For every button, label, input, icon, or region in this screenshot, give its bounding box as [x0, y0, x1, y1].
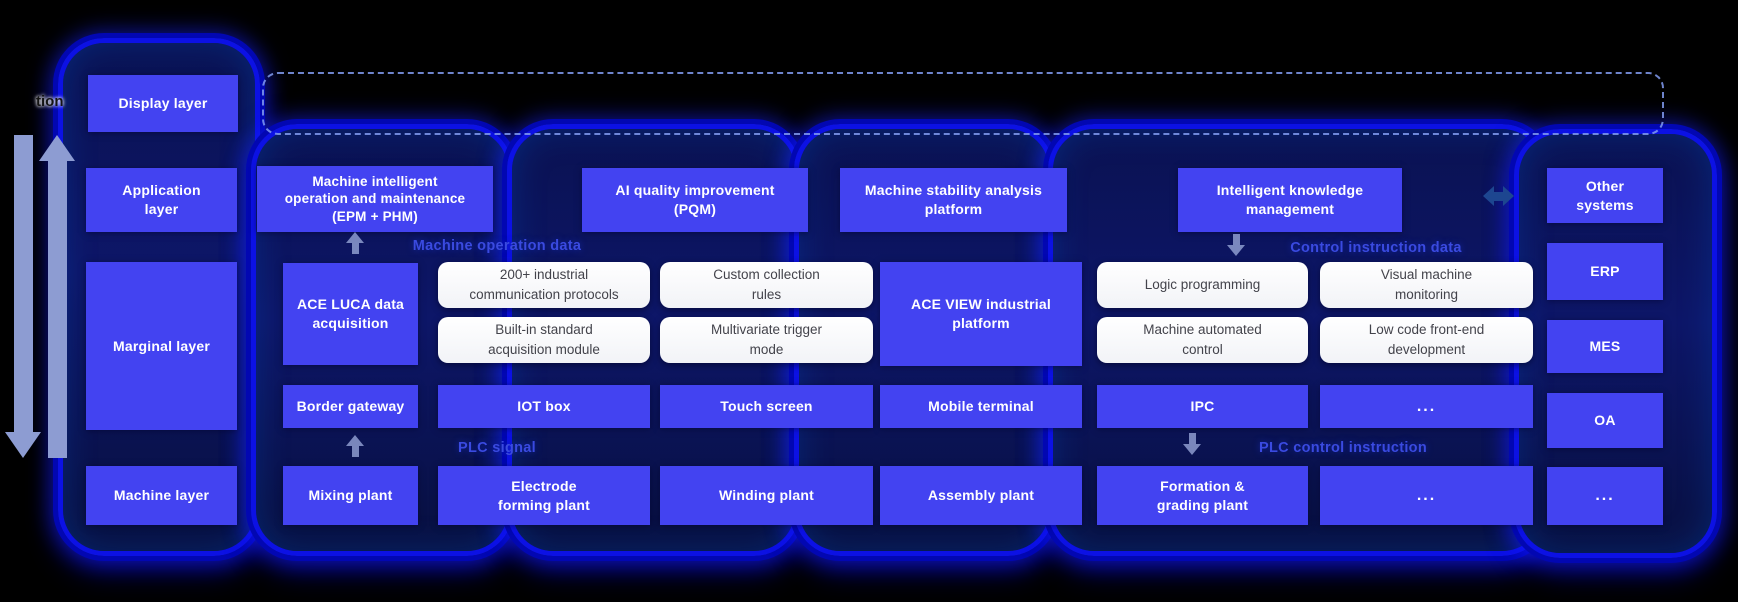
down-arrow-icon [1227, 234, 1245, 256]
downward-flow-arrow [5, 135, 41, 458]
arrow-shaft [1494, 191, 1503, 201]
oa-box: OA [1547, 393, 1663, 448]
up-arrow-icon [346, 232, 364, 254]
machine-operation-data-label: Machine operation data [412, 238, 582, 254]
custom-rules-card: Custom collection rules [660, 262, 873, 308]
machine-layer-box: Machine layer [86, 466, 237, 525]
arrow-head [1483, 186, 1494, 206]
low-code-card: Low code front-end development [1320, 317, 1533, 363]
machine-automated-card: Machine automated control [1097, 317, 1308, 363]
border-gateway-box: Border gateway [283, 385, 418, 428]
arrow-shaft [351, 243, 359, 254]
arrow-shaft [1232, 234, 1240, 245]
arrow-shaft [13, 135, 33, 432]
cutoff-label: tion [36, 93, 64, 110]
upward-flow-arrow [39, 135, 75, 458]
mes-box: MES [1547, 320, 1663, 373]
control-instruction-data-label: Control instruction data [1290, 240, 1462, 256]
other-ellipsis-box: ... [1547, 467, 1663, 525]
arrow-head [1227, 245, 1245, 256]
bidirectional-arrow-icon [1483, 186, 1514, 206]
iot-box: IOT box [438, 385, 650, 428]
up-arrow-icon [346, 435, 364, 457]
display-layer-dashed-outline [262, 72, 1664, 135]
multivariate-card: Multivariate trigger mode [660, 317, 873, 363]
down-arrow-icon [1183, 433, 1201, 455]
assembly-plant-box: Assembly plant [880, 466, 1082, 525]
erp-box: ERP [1547, 243, 1663, 300]
device-ellipsis-box: ... [1320, 385, 1533, 428]
arrow-shaft [1188, 433, 1196, 444]
arrow-shaft [351, 446, 359, 457]
marginal-layer-box: Marginal layer [86, 262, 237, 430]
protocols-card: 200+ industrial communication protocols [438, 262, 650, 308]
ace-view-box: ACE VIEW industrial platform [880, 262, 1082, 366]
visual-monitoring-card: Visual machine monitoring [1320, 262, 1533, 308]
epm-phm-box: Machine intelligent operation and mainte… [257, 166, 493, 232]
ace-luca-box: ACE LUCA data acquisition [283, 263, 418, 365]
machine-ellipsis-box: ... [1320, 466, 1533, 525]
knowledge-management-box: Intelligent knowledge management [1178, 168, 1402, 232]
plc-control-instruction-label: PLC control instruction [1258, 440, 1427, 456]
ipc-box: IPC [1097, 385, 1308, 428]
electrode-plant-box: Electrode forming plant [438, 466, 650, 525]
logic-programming-card: Logic programming [1097, 262, 1308, 308]
touch-screen-box: Touch screen [660, 385, 873, 428]
arrow-head [5, 432, 41, 458]
plc-signal-label: PLC signal [458, 440, 536, 456]
arrow-shaft [47, 161, 67, 458]
other-systems-box: Other systems [1547, 168, 1663, 223]
display-layer-box: Display layer [88, 75, 238, 132]
mobile-terminal-box: Mobile terminal [880, 385, 1082, 428]
arrow-head [346, 435, 364, 446]
pqm-box: AI quality improvement (PQM) [582, 168, 808, 232]
formation-plant-box: Formation & grading plant [1097, 466, 1308, 525]
arrow-head [1503, 186, 1514, 206]
winding-plant-box: Winding plant [660, 466, 873, 525]
stability-platform-box: Machine stability analysis platform [840, 168, 1067, 232]
arrow-head [346, 232, 364, 243]
builtin-module-card: Built-in standard acquisition module [438, 317, 650, 363]
arrow-head [39, 135, 75, 161]
arrow-head [1183, 444, 1201, 455]
mixing-plant-box: Mixing plant [283, 466, 418, 525]
application-layer-box: Application layer [86, 168, 237, 232]
